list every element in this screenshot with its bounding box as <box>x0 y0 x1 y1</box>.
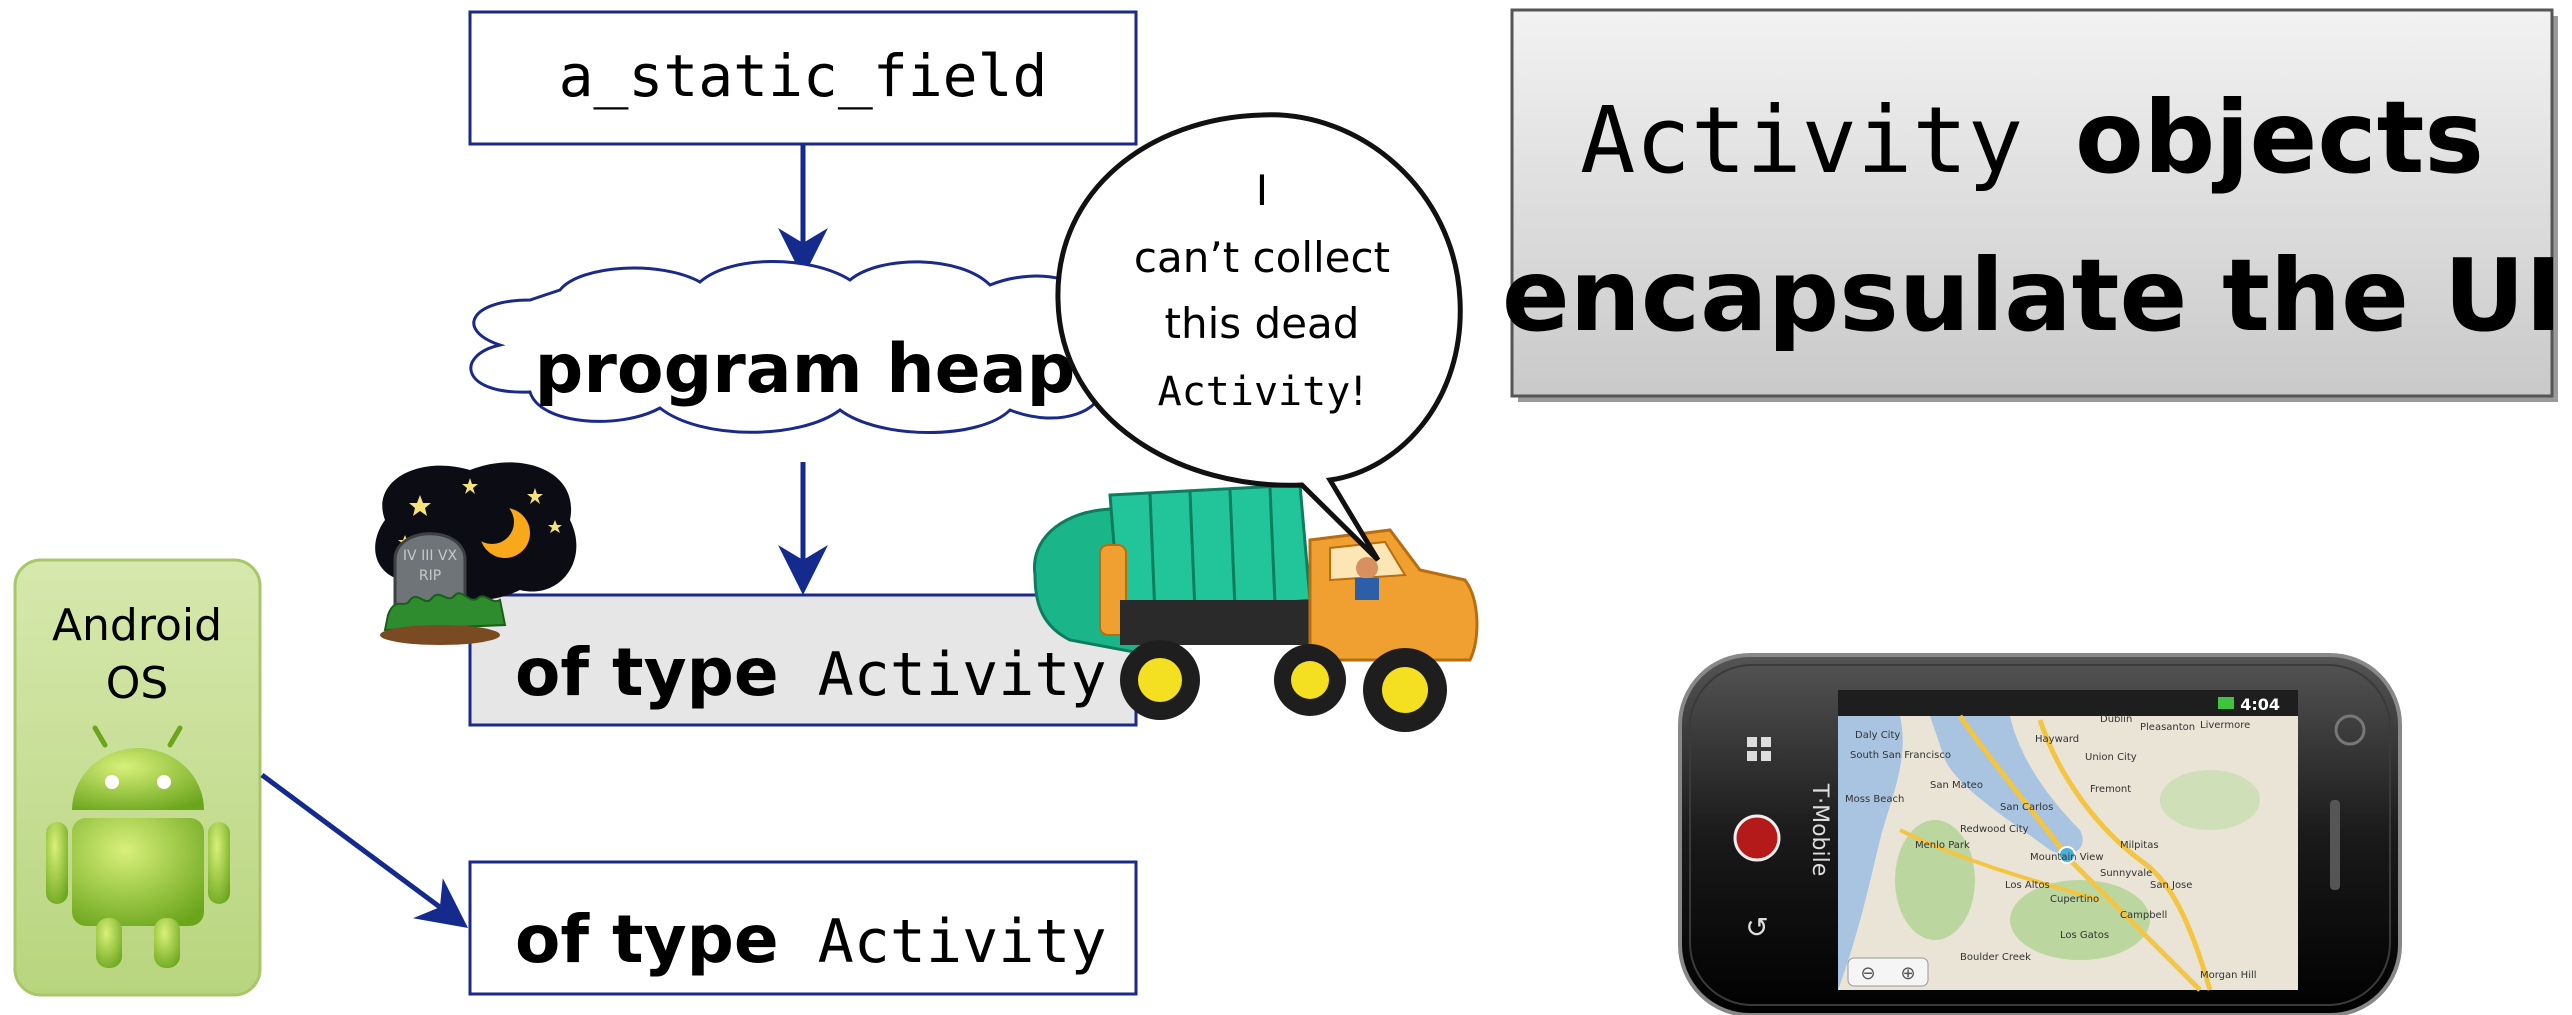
phone-red-button-icon <box>1733 814 1781 862</box>
zoom-in-icon: ⊕ <box>1900 963 1915 984</box>
map-label: Milpitas <box>2120 840 2159 851</box>
speech-bubble: I can’t collect this dead Activity! <box>1055 112 1463 562</box>
title-line1-rest: objects <box>2075 79 2484 196</box>
leaked-activity-type: Activity <box>818 640 1107 710</box>
map-label: Cupertino <box>2050 894 2099 905</box>
android-os-label-line1: Android <box>52 600 222 651</box>
speech-bubble-line3: this dead <box>1165 299 1360 348</box>
phone-logo-icon <box>2334 714 2366 746</box>
speech-bubble-line1: I <box>1256 166 1268 215</box>
title-card: Activity objects encapsulate the UI <box>1502 8 2562 402</box>
map-label: Boulder Creek <box>1960 952 2031 963</box>
android-os-box: Android OS <box>13 558 262 997</box>
phone-back-icon: ↺ <box>1745 911 1768 944</box>
speech-bubble-line2: can’t collect <box>1134 233 1390 282</box>
map-label: Redwood City <box>1960 824 2029 835</box>
live-activity-prefix: of type <box>515 901 779 978</box>
map-label: Mountain View <box>2030 852 2104 863</box>
map-label: South San Francisco <box>1850 750 1951 761</box>
map-label: Los Gatos <box>2060 930 2109 941</box>
zoom-out-icon: ⊖ <box>1860 963 1875 984</box>
map-label: San Carlos <box>2000 802 2053 813</box>
live-activity-box: of type Activity <box>468 860 1138 996</box>
tombstone-icon: IV III VX RIP <box>375 462 577 645</box>
speech-bubble-exclaim: ! <box>1350 369 1366 415</box>
tombstone-numerals: IV III VX <box>403 548 458 564</box>
android-os-label-line2: OS <box>106 658 169 709</box>
map-label: Livermore <box>2200 720 2250 731</box>
phone-carrier: T·Mobile <box>1807 783 1832 877</box>
map-label: Dublin <box>2100 714 2132 725</box>
svg-text:of type Activity: of type Activity <box>515 901 1107 978</box>
speech-bubble-code: Activity <box>1158 369 1351 415</box>
map-label: Hayward <box>2035 734 2079 745</box>
tombstone-rip: RIP <box>419 568 441 584</box>
map-label: Union City <box>2085 752 2137 763</box>
phone-home-button-icon <box>1747 737 1771 761</box>
map-label: Moss Beach <box>1845 794 1904 805</box>
program-heap-cloud: program heap <box>469 260 1138 434</box>
map-label: Campbell <box>2120 910 2167 921</box>
map-label: Morgan Hill <box>2200 970 2257 981</box>
static-field-box: a_static_field <box>468 10 1138 146</box>
static-field-label: a_static_field <box>559 42 1048 110</box>
live-activity-type: Activity <box>818 907 1107 977</box>
title-line2: encapsulate the UI <box>1502 237 2562 354</box>
title-code-word: Activity <box>1580 87 2023 194</box>
map-label: Sunnyvale <box>2100 868 2152 879</box>
map-label: Daly City <box>1855 730 1900 741</box>
map-label: San Mateo <box>1930 780 1983 791</box>
svg-text:Activity!: Activity! <box>1158 369 1367 415</box>
garbage-truck-icon <box>1032 483 1479 732</box>
arrow-android-to-activity <box>260 772 469 928</box>
svg-text:Activity objects: Activity objects <box>1580 79 2484 196</box>
program-heap-label: program heap <box>535 330 1076 409</box>
leaked-activity-box: of type Activity <box>468 593 1138 727</box>
svg-text:of type Activity: of type Activity <box>515 634 1107 711</box>
leaked-activity-prefix: of type <box>515 634 779 711</box>
map-label: Menlo Park <box>1915 840 1970 851</box>
map-label: San Jose <box>2150 880 2192 891</box>
android-robot-icon <box>46 725 230 968</box>
map-label: Los Altos <box>2005 880 2050 891</box>
phone-status-time: 4:04 <box>2240 695 2280 714</box>
map-label: Pleasanton <box>2140 722 2195 733</box>
map-label: Fremont <box>2090 784 2131 795</box>
